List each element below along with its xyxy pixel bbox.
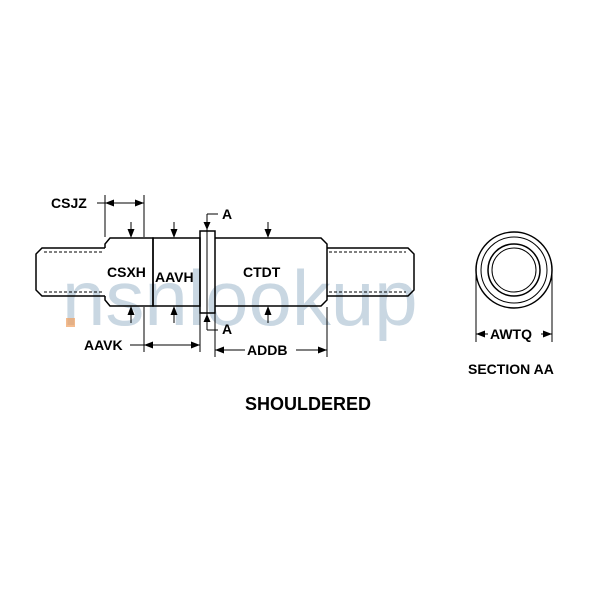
csxh-label: CSXH — [107, 264, 146, 280]
left-thread — [35, 247, 105, 297]
section-aa-view — [475, 231, 553, 309]
ctdt-section — [215, 237, 328, 307]
aavk-label: AAVK — [84, 337, 123, 353]
diameter-arrows-top — [127, 222, 272, 238]
section-mark-top: A — [222, 206, 232, 222]
section-mark-bottom: A — [222, 321, 232, 337]
csjz-label: CSJZ — [51, 195, 87, 211]
watermark-dot — [66, 318, 75, 327]
section-cut-markers — [203, 213, 218, 331]
watermark: nsnlookup — [62, 254, 418, 342]
section-title: SECTION AA — [468, 361, 554, 377]
awtq-dimension — [475, 272, 553, 342]
addb-dimension — [214, 307, 328, 357]
watermark-text: nsnlookup — [62, 254, 418, 342]
aavh-label: AAVH — [155, 269, 194, 285]
right-thread — [327, 247, 415, 297]
awtq-label: AWTQ — [490, 326, 532, 342]
drawing-title: SHOULDERED — [245, 394, 371, 414]
addb-label: ADDB — [247, 342, 287, 358]
aavk-dimension — [130, 307, 201, 352]
diameter-arrows-bottom — [127, 306, 272, 323]
shouldered-shaft — [35, 230, 415, 314]
csjz-dimension — [97, 195, 145, 237]
ctdt-label: CTDT — [243, 264, 281, 280]
